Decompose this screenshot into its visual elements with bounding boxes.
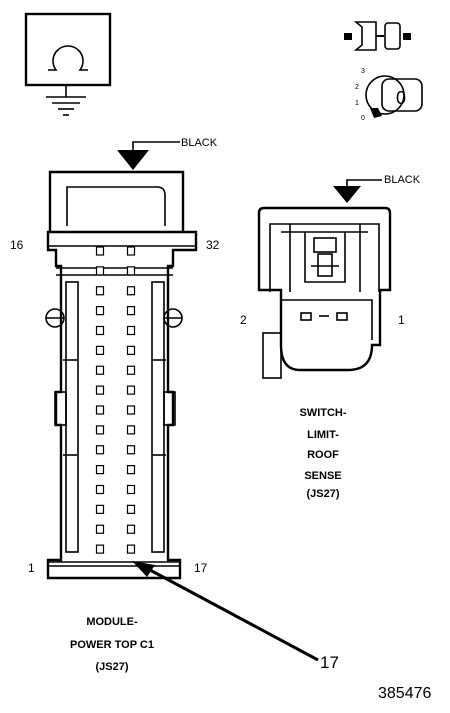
pin-cavity-grid — [95, 246, 136, 554]
pin-cavity — [126, 484, 136, 495]
pin-cavity — [95, 524, 105, 534]
pin-cavity — [95, 246, 105, 256]
pin-cavity — [95, 306, 105, 316]
pin-cavity — [126, 286, 136, 296]
pin-cavity — [95, 544, 105, 554]
switch-name-line1: SWITCH- — [299, 407, 346, 419]
pin-cavity — [95, 484, 105, 495]
main-connector-name-line2: POWER TOP C1 — [70, 639, 154, 651]
main-connector-name-line1: MODULE- — [86, 616, 138, 628]
key-label: 0 — [396, 88, 406, 108]
pin-cavity — [126, 405, 136, 415]
pin-cavity — [95, 345, 105, 355]
pin-cavity — [95, 465, 105, 475]
switch-name-line5: (JS27) — [306, 488, 339, 500]
pin-cavity — [95, 425, 105, 435]
pin-label-1: 1 — [28, 561, 35, 575]
figure-number: 385476 — [378, 685, 431, 702]
pin-cavity — [95, 365, 105, 375]
pin-cavity — [126, 425, 136, 435]
key-position-3: 3 — [361, 68, 365, 75]
pin-cavity — [126, 385, 136, 395]
callout-pin-17: 17 — [320, 653, 339, 672]
pin-cavity — [95, 445, 105, 455]
pin-cavity — [126, 325, 136, 336]
pin-label-17: 17 — [194, 561, 208, 575]
pin-label-32: 32 — [206, 238, 220, 252]
pin-cavity — [95, 405, 105, 415]
pin-cavity — [95, 504, 105, 514]
pin-cavity — [126, 345, 136, 355]
pin-cavity — [126, 504, 136, 514]
pin-cavity — [126, 306, 136, 316]
connector-mate-icon — [344, 21, 411, 51]
pin-cavity — [126, 544, 136, 554]
pin-cavity — [95, 266, 105, 276]
pin-label-16: 16 — [10, 238, 24, 252]
switch-pin-label-1: 1 — [398, 313, 405, 327]
key-position-2: 2 — [355, 84, 359, 91]
switch-name-line3: ROOF — [307, 449, 339, 461]
key-position-1: 1 — [355, 100, 359, 107]
switch-connector: BLACK 2 1 SWITCH- LIMIT- ROOF SENSE (JS2… — [240, 174, 421, 500]
pin-cavity — [95, 385, 105, 395]
switch-pin-label-2: 2 — [240, 313, 247, 327]
pin-cavity — [95, 325, 105, 336]
switch-name-line2: LIMIT- — [307, 429, 339, 441]
key-position-0: 0 — [361, 115, 365, 122]
pin-cavity — [126, 445, 136, 455]
main-connector-color: BLACK — [181, 137, 218, 149]
pin-cavity — [126, 465, 136, 475]
pin-cavity — [95, 286, 105, 296]
main-connector-name-line3: (JS27) — [95, 661, 128, 673]
chassis-ground-icon — [24, 12, 112, 116]
pin-cavity — [126, 524, 136, 534]
pin-cavity — [126, 266, 136, 276]
ignition-key-switch-icon: 3 2 1 0 0 — [355, 68, 423, 122]
switch-name-line4: SENSE — [304, 470, 341, 482]
switch-connector-color: BLACK — [384, 174, 421, 186]
pin-cavity — [126, 246, 136, 256]
pin-cavity — [126, 365, 136, 375]
main-connector: BLACK 16 32 1 17 17 — [10, 137, 339, 673]
